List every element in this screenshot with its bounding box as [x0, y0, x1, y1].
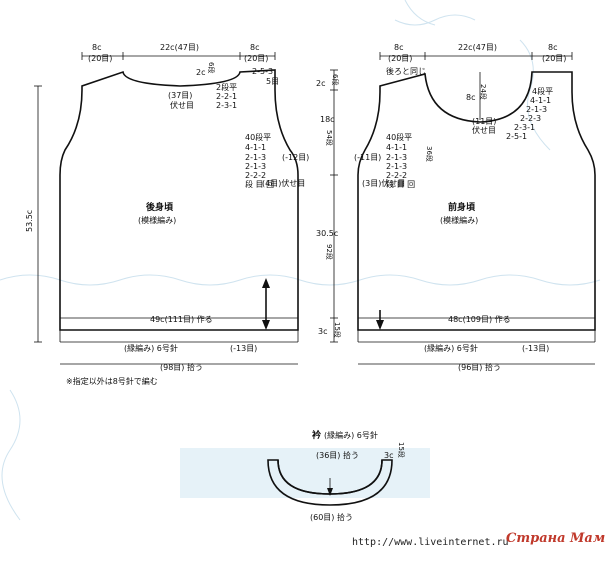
front-neck-bind-note: 伏せ目 — [472, 125, 496, 135]
front-neck-dec-1: 4段平 — [532, 86, 553, 96]
front-title: 前身頃 — [448, 201, 476, 213]
front-neck-bind: (11目) — [472, 117, 496, 126]
background-decoration — [0, 0, 601, 521]
front-neck-depth: 8c — [466, 93, 476, 102]
front-rib-dec: (-13目) — [522, 344, 549, 353]
back-neck-dec-2: 2-2-1 — [216, 92, 237, 101]
front-shoulder-left-rows: (20目) — [388, 54, 412, 63]
front-outline — [357, 71, 596, 331]
front-arm-dec-6: 段 目 回 — [386, 179, 415, 189]
mid-top: 2c — [316, 79, 326, 88]
mid-lower-rows: 92段 — [325, 244, 334, 260]
front-shoulder-left: 8c — [394, 43, 404, 52]
back-neck-dec-1: 2段平 — [216, 82, 237, 92]
mid-lower: 30.5c — [316, 229, 338, 238]
collar-title-sub: (縁編み) 6号針 — [324, 430, 378, 440]
front-neck-width: 22c(47目) — [458, 43, 497, 52]
front-neck-depth-rows: 24段 — [479, 84, 488, 100]
back-arm-dec-2: 4-1-1 — [245, 143, 266, 152]
middle-dimensions: 2c 6段 18c 54段 30.5c 92段 3c 15段 — [316, 69, 342, 343]
collar-depth: 3c — [384, 451, 394, 460]
back-neck-dec-3: 2-3-1 — [216, 101, 237, 110]
back-neck-depth-rows: 6段 — [207, 62, 216, 73]
front-same-as-back: 後ろと同じ — [386, 66, 426, 76]
back-neck-width: 22c(47目) — [160, 43, 199, 52]
front-rib: (縁編み) 6号針 — [424, 343, 478, 353]
front-arm-dec-total: (-11目) — [354, 153, 381, 162]
front-shoulder-right-rows: (20目) — [542, 54, 566, 63]
back-arm-bind: (4目)伏せ目 — [262, 178, 305, 188]
back-arm-dec-6: 段 目 回 — [245, 179, 274, 189]
back-neck-depth: 2c — [196, 68, 206, 77]
watermark: http://www.liveinternet.ru Страна Мам — [352, 531, 605, 548]
front-arm-bind: (3目)伏せ目 — [362, 178, 405, 188]
front-arm-dec-3: 2-1-3 — [386, 153, 407, 162]
front-neck-dec-2: 4-1-1 — [530, 96, 551, 105]
collar-inner-pick: (36目) 拾う — [316, 450, 359, 460]
front-neck-dec-4: 2-2-3 — [520, 114, 541, 123]
back-outline — [59, 69, 299, 331]
front-neck-dec-5: 2-3-1 — [514, 123, 535, 132]
back-pick-up: (98目) 拾う — [160, 362, 203, 372]
front-neck-dec-3: 2-1-3 — [526, 105, 547, 114]
back-arm-dec-total: (-12目) — [282, 153, 309, 162]
back-cast-on: 49c(111目) 作る — [150, 314, 213, 324]
back-shoulder-right: 8c — [250, 43, 260, 52]
front-cast-on: 48c(109目) 作る — [448, 314, 511, 324]
collar-outer-pick: (60目) 拾う — [310, 512, 353, 522]
needle-note: ※指定以外は8号針で編む — [66, 376, 158, 386]
back-neck-bind: (37目) — [168, 91, 192, 100]
collar-diagram: 衿 (縁編み) 6号針 (36目) 拾う 3c 15段 (60目) 拾う — [267, 429, 406, 522]
back-subtitle: (模様編み) — [138, 215, 176, 225]
back-shoulder-right-rows: (20目) — [244, 54, 268, 63]
collar-title: 衿 — [312, 429, 321, 441]
front-arm-dec-4: 2-1-3 — [386, 162, 407, 171]
back-title: 後身頃 — [146, 201, 174, 213]
front-piece: 8c (20目) 22c(47目) 8c (20目) 後ろと同じ 8c 24段 … — [354, 43, 596, 372]
back-arm-dec-1: 40段平 — [245, 132, 271, 142]
back-arm-dec-4: 2-1-3 — [245, 162, 266, 171]
front-shoulder-right: 8c — [548, 43, 558, 52]
front-arm-dec-5: 2-2-2 — [386, 171, 407, 180]
back-shoulder-dec-2: 5目 — [266, 77, 279, 86]
watermark-url: http://www.liveinternet.ru — [352, 537, 509, 548]
front-pick-up: (96目) 拾う — [458, 362, 501, 372]
back-shoulder-left: 8c — [92, 43, 102, 52]
back-neck-bind-note: 伏せ目 — [170, 100, 194, 110]
back-rib: (縁編み) 6号針 — [124, 343, 178, 353]
back-total-height: 53.5c — [25, 210, 34, 232]
back-shoulder-dec-1: 2-5-3 — [252, 67, 273, 76]
mid-upper: 18c — [320, 115, 335, 124]
mid-rib-rows: 15段 — [333, 322, 342, 338]
back-arm-dec-5: 2-2-2 — [245, 171, 266, 180]
back-piece: 8c (20目) 22c(47目) 8c (20目) 2c 6段 (37目) 伏… — [25, 43, 309, 372]
front-neck-dec-6: 2-5-1 — [506, 132, 527, 141]
front-subtitle: (模様編み) — [440, 215, 478, 225]
back-shoulder-left-rows: (20目) — [88, 54, 112, 63]
mid-rib: 3c — [318, 327, 328, 336]
mid-top-rows: 6段 — [331, 74, 340, 85]
back-rib-dec: (-13目) — [230, 344, 257, 353]
mid-upper-rows: 54段 — [325, 130, 334, 146]
front-arm-dec-2: 4-1-1 — [386, 143, 407, 152]
back-arm-dec-3: 2-1-3 — [245, 153, 266, 162]
collar-depth-rows: 15段 — [397, 442, 406, 458]
front-arm-dec-1: 40段平 — [386, 132, 412, 142]
front-arm-rows: 36段 — [425, 146, 434, 162]
watermark-brand: Страна Мам — [506, 531, 605, 546]
